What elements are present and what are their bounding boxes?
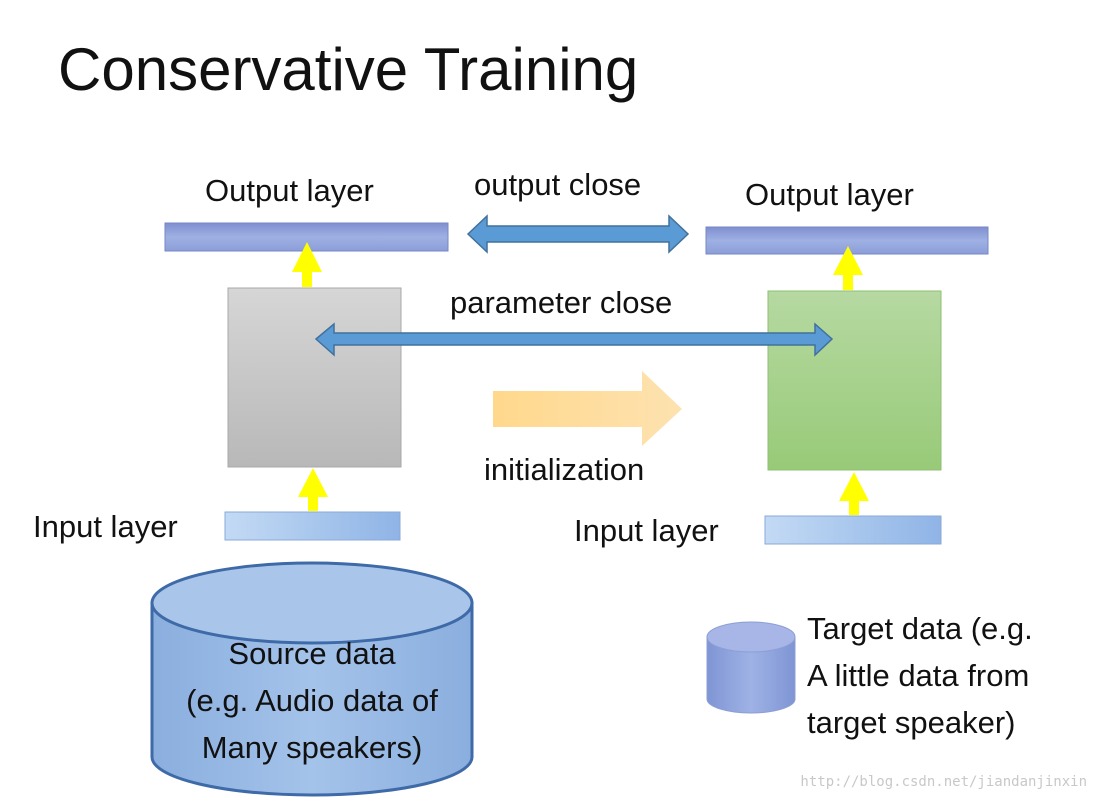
target-upper-up-arrow xyxy=(833,246,863,290)
target-database-icon xyxy=(706,621,796,714)
target-lower-up-arrow xyxy=(839,472,869,515)
source-network-box xyxy=(227,287,402,468)
source-data-line-3: Many speakers) xyxy=(201,730,423,765)
target-network-box xyxy=(767,290,942,471)
target-data-caption: Target data (e.g. A little data from tar… xyxy=(807,605,1097,746)
target-output-layer-label: Output layer xyxy=(745,177,914,212)
source-input-layer-label: Input layer xyxy=(33,509,178,544)
target-data-line-2: A little data from xyxy=(807,658,1030,693)
target-data-line-1: Target data (e.g. xyxy=(807,611,1033,646)
source-data-caption: Source data (e.g. Audio data of Many spe… xyxy=(152,630,472,771)
watermark-url: http://blog.csdn.net/jiandanjinxin xyxy=(800,774,1087,790)
source-upper-up-arrow xyxy=(292,242,322,287)
initialization-arrow xyxy=(493,371,682,446)
initialization-label: initialization xyxy=(484,452,645,487)
target-input-layer-bar xyxy=(764,515,942,545)
parameter-close-double-arrow xyxy=(314,322,834,357)
source-data-line-1: Source data xyxy=(228,636,396,671)
source-lower-up-arrow xyxy=(298,468,328,511)
source-output-layer-label: Output layer xyxy=(205,173,374,208)
source-database-icon xyxy=(150,561,474,797)
output-close-label: output close xyxy=(474,167,642,202)
page-title: Conservative Training xyxy=(58,36,639,103)
target-input-layer-label: Input layer xyxy=(574,513,719,548)
target-data-line-3: target speaker) xyxy=(807,705,1016,740)
output-close-double-arrow xyxy=(466,214,690,254)
source-data-line-2: (e.g. Audio data of xyxy=(186,683,438,718)
parameter-close-label: parameter close xyxy=(450,285,673,320)
source-input-layer-bar xyxy=(224,511,401,541)
